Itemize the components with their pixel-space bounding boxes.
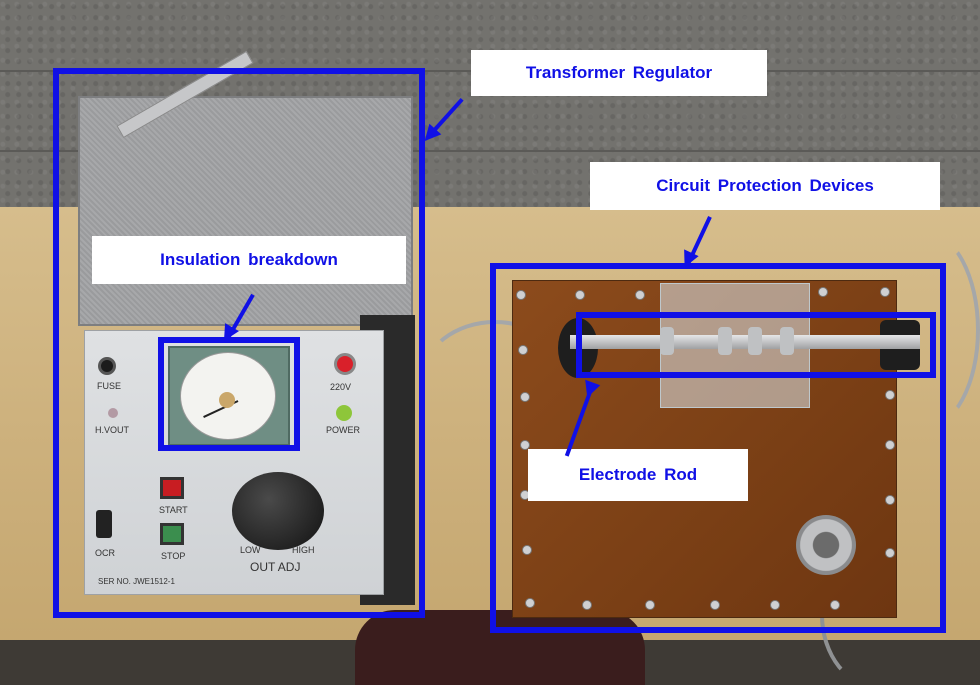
v220-label: 220V bbox=[330, 382, 352, 392]
electrode-ring bbox=[780, 327, 794, 355]
bolt bbox=[770, 600, 780, 610]
fuse-knob bbox=[98, 357, 116, 375]
metal-lid bbox=[78, 96, 413, 326]
power-lamp bbox=[336, 405, 352, 421]
insulation-breakdown-box bbox=[158, 337, 300, 451]
high-label: HIGH bbox=[292, 545, 315, 555]
start-label: START bbox=[159, 505, 188, 515]
power-cable bbox=[870, 230, 980, 430]
indicator-lamp-red bbox=[334, 353, 356, 375]
bolt bbox=[830, 600, 840, 610]
hvout-indicator bbox=[108, 408, 118, 418]
electrode-rod-box bbox=[576, 312, 936, 378]
circuit-protection-box bbox=[490, 263, 946, 633]
bolt bbox=[575, 290, 585, 300]
bolt bbox=[880, 287, 890, 297]
bolt bbox=[645, 600, 655, 610]
circuit-protection-callout: Circuit Protection Devices bbox=[590, 162, 940, 210]
stop-button bbox=[160, 523, 184, 545]
insulation-breakdown-callout: Insulation breakdown bbox=[92, 236, 406, 284]
bolt bbox=[525, 598, 535, 608]
bolt bbox=[885, 390, 895, 400]
electrode-ring bbox=[660, 327, 674, 355]
serial-label: SER NO. JWE1512-1 bbox=[98, 577, 175, 586]
output-adjust-knob bbox=[232, 472, 324, 550]
electrode-ring bbox=[718, 327, 732, 355]
cable-connector bbox=[796, 515, 856, 575]
low-label: LOW bbox=[240, 545, 261, 555]
floor-seam bbox=[0, 150, 980, 152]
electrode-rod-callout: Electrode Rod bbox=[528, 449, 748, 501]
out-adj-label: OUT ADJ bbox=[250, 560, 301, 574]
bolt bbox=[885, 495, 895, 505]
bolt bbox=[885, 548, 895, 558]
bolt bbox=[518, 345, 528, 355]
bolt bbox=[818, 287, 828, 297]
transformer-regulator-box bbox=[53, 68, 425, 618]
ocr-toggle-switch bbox=[96, 510, 112, 538]
bolt bbox=[516, 290, 526, 300]
electrode-ring bbox=[748, 327, 762, 355]
chair-back bbox=[355, 610, 645, 685]
bolt bbox=[582, 600, 592, 610]
electrode-rod bbox=[570, 335, 920, 349]
ocr-label: OCR bbox=[95, 548, 115, 558]
control-panel bbox=[84, 330, 384, 595]
bolt bbox=[520, 392, 530, 402]
transformer-regulator-callout: Transformer Regulator bbox=[471, 50, 767, 96]
fuse-label: FUSE bbox=[97, 381, 122, 391]
start-button bbox=[160, 477, 184, 499]
stop-label: STOP bbox=[161, 551, 186, 561]
bolt bbox=[520, 440, 530, 450]
bolt bbox=[885, 440, 895, 450]
bolt bbox=[710, 600, 720, 610]
hvout-label: H.VOUT bbox=[95, 425, 130, 435]
power-label: POWER bbox=[326, 425, 361, 435]
meter-hub bbox=[219, 392, 235, 408]
bolt bbox=[522, 545, 532, 555]
bolt bbox=[635, 290, 645, 300]
